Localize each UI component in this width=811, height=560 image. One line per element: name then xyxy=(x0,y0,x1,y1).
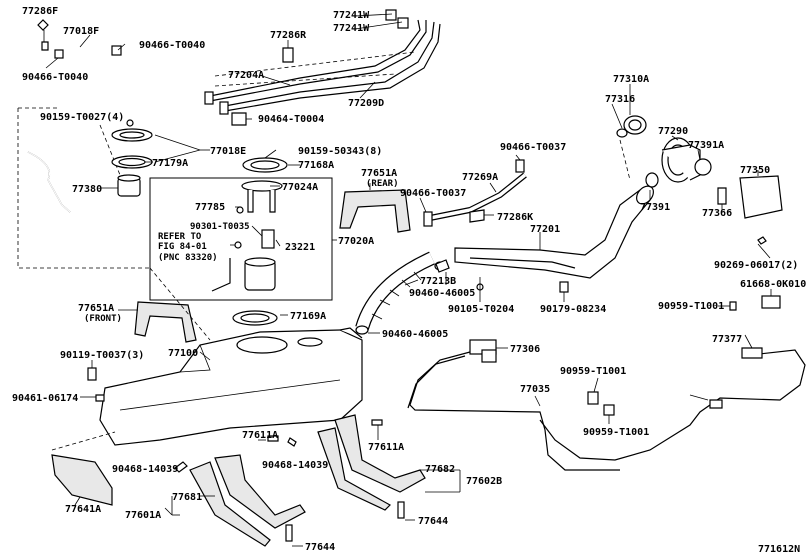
callout-90461-06174: 90461-06174 xyxy=(12,393,78,404)
callout-77350: 77350 xyxy=(740,165,770,176)
callout-90959-t1001-right: 90959-T1001 xyxy=(658,301,724,312)
callout-77611a-left: 77611A xyxy=(242,430,278,441)
callout-77290: 77290 xyxy=(658,126,688,137)
refer-fig-text: FIG 84-01 xyxy=(158,242,207,252)
callout-77269a: 77269A xyxy=(462,172,498,183)
fuel-tank-77100 xyxy=(51,267,363,451)
callout-77651a-front: 77651A xyxy=(78,303,114,314)
callout-77169a: 77169A xyxy=(290,311,326,322)
callout-77241w-upper: 77241W xyxy=(333,10,370,21)
fuel-lid-77350 xyxy=(717,170,783,259)
fuel-hose-77018f xyxy=(37,19,126,69)
callout-77168a: 77168A xyxy=(298,160,334,171)
callout-77286r: 77286R xyxy=(270,30,307,41)
fuel-lid-opener-cable xyxy=(539,289,806,461)
callout-90159-t0027: 90159-T0027(4) xyxy=(40,112,124,123)
vent-tube xyxy=(17,107,150,269)
sender-gasket-set xyxy=(111,119,300,173)
fuel-pump-module-group xyxy=(149,177,337,301)
fuel-filter-77380 xyxy=(100,174,141,197)
refer-pnc-text: (PNC 83320) xyxy=(158,253,218,263)
callout-90959-t1001-middle: 90959-T1001 xyxy=(560,366,626,377)
callout-77682: 77682 xyxy=(425,464,455,475)
callout-90466-t0037-upper: 90466-T0037 xyxy=(500,142,566,153)
callout-labels: 77286F 77018F 90466-T0040 90466-T0040 77… xyxy=(12,6,806,555)
callout-77602b: 77602B xyxy=(466,476,502,487)
callout-77377: 77377 xyxy=(712,334,742,345)
tank-strap-77602b xyxy=(317,414,461,521)
callout-rear-note: (REAR) xyxy=(366,179,399,189)
filler-pipe-77201 xyxy=(435,139,654,302)
callout-77204a: 77204A xyxy=(228,70,264,81)
callout-77391: 77391 xyxy=(640,202,670,213)
callout-77644-left: 77644 xyxy=(305,542,335,553)
callout-77316: 77316 xyxy=(605,94,635,105)
vapor-valve-77306 xyxy=(469,339,508,363)
callout-61668-0k010: 61668-0K010 xyxy=(740,279,806,290)
callout-77209d: 77209D xyxy=(348,98,384,109)
callout-77681: 77681 xyxy=(172,492,202,503)
callout-77651a-rear: 77651A xyxy=(361,168,397,179)
callout-90468-14039-right: 90468-14039 xyxy=(262,460,328,471)
filler-neck-housing-77290 xyxy=(645,135,712,200)
callout-90460-46005-upper: 90460-46005 xyxy=(409,288,475,299)
callout-77018f: 77018F xyxy=(63,26,99,37)
callout-77611a-right: 77611A xyxy=(368,442,404,453)
callout-77366: 77366 xyxy=(702,208,732,219)
strap-bolts xyxy=(258,419,383,447)
callout-90179-08234: 90179-08234 xyxy=(540,304,606,315)
callout-90159-50343: 90159-50343(8) xyxy=(298,146,382,157)
callout-front-note: (FRONT) xyxy=(84,314,122,324)
fuel-pipe-set-77204a xyxy=(204,9,441,126)
callout-77018e: 77018E xyxy=(210,146,246,157)
callout-77241w-lower: 77241W xyxy=(333,23,370,34)
callout-77024a: 77024A xyxy=(282,182,318,193)
callout-77035: 77035 xyxy=(520,384,550,395)
heat-insulator-77641a xyxy=(51,454,113,506)
callout-77213b: 77213B xyxy=(420,276,456,287)
callout-77391a: 77391A xyxy=(688,140,724,151)
callout-90959-t1001-lower: 90959-T1001 xyxy=(583,427,649,438)
tank-protector-front xyxy=(118,301,197,343)
fuel-lines-77035 xyxy=(407,351,620,471)
tank-strap-77601a xyxy=(164,454,306,547)
refer-to-text: REFER TO xyxy=(158,232,202,242)
callout-90269-06017: 90269-06017(2) xyxy=(714,260,798,271)
tank-gasket-77169a xyxy=(232,310,288,326)
breather-hose-77269a xyxy=(419,154,527,227)
callout-77179a: 77179A xyxy=(152,158,188,169)
callout-90466-t0040-left: 90466-T0040 xyxy=(22,72,88,83)
callout-77306: 77306 xyxy=(510,344,540,355)
tank-bolts-left xyxy=(80,360,105,402)
tank-protector-rear xyxy=(339,183,411,233)
fuel-cap-77310a xyxy=(611,84,647,138)
callout-90119-t0037: 90119-T0037(3) xyxy=(60,350,144,361)
callout-90466-t0037-lower: 90466-T0037 xyxy=(400,188,466,199)
callout-77286f: 77286F xyxy=(22,6,58,17)
callout-23221: 23221 xyxy=(285,242,315,253)
callout-90460-46005-lower: 90460-46005 xyxy=(382,329,448,340)
callout-77100: 77100 xyxy=(168,348,198,359)
figure-id: 771612N xyxy=(758,544,800,555)
callout-90468-14039-left: 90468-14039 xyxy=(112,464,178,475)
callout-90301-t0035: 90301-T0035 xyxy=(190,222,250,232)
callout-90466-t0040-right: 90466-T0040 xyxy=(139,40,205,51)
callout-90464-t0004: 90464-T0004 xyxy=(258,114,324,125)
callout-77380: 77380 xyxy=(72,184,102,195)
callout-77641a: 77641A xyxy=(65,504,101,515)
callout-77644-right: 77644 xyxy=(418,516,448,527)
callout-77601a: 77601A xyxy=(125,510,161,521)
callout-77310a: 77310A xyxy=(613,74,649,85)
callout-77286k: 77286K xyxy=(497,212,533,223)
callout-77785: 77785 xyxy=(195,202,225,213)
callout-77020a: 77020A xyxy=(338,236,374,247)
callout-77201: 77201 xyxy=(530,224,560,235)
callout-90105-t0204: 90105-T0204 xyxy=(448,304,514,315)
